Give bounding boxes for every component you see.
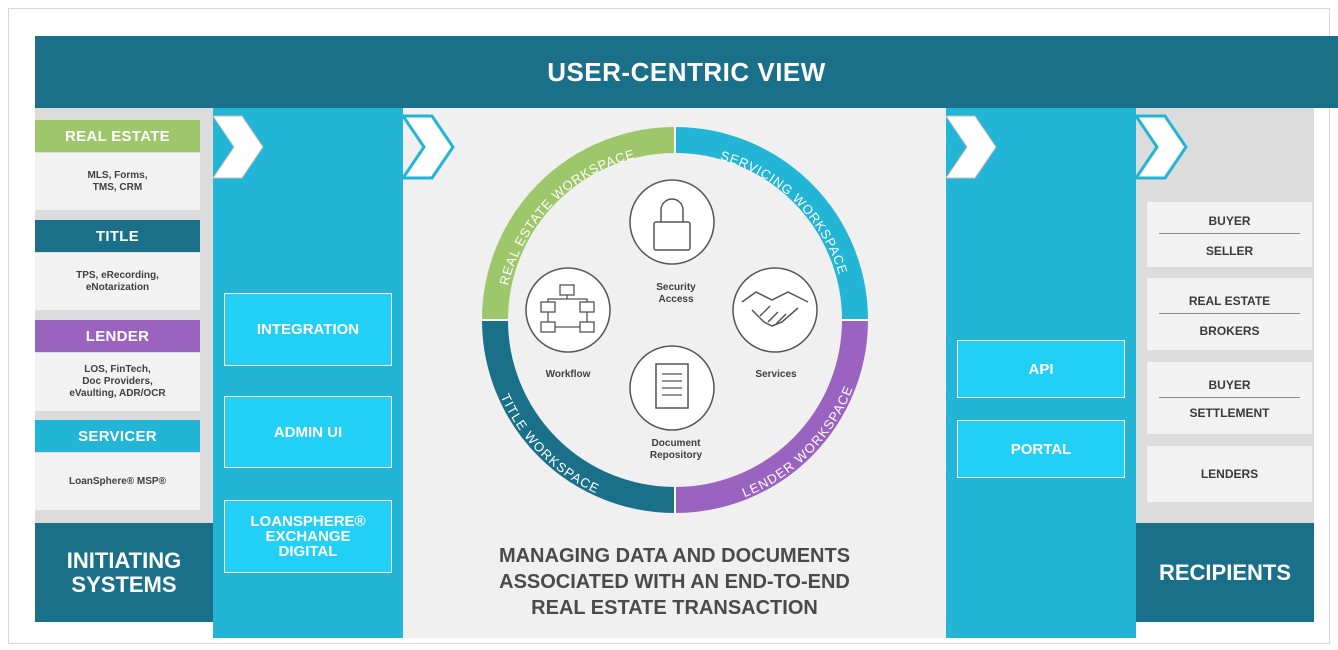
ring-segment-title: [482, 319, 676, 513]
category-lender-title: LENDER: [35, 320, 200, 352]
handshake-icon: [732, 267, 818, 353]
ring-segment-real-estate: [482, 127, 676, 321]
security-label-line1: Security: [656, 282, 696, 293]
recipient-real-estate-brokers: REAL ESTATE BROKERS: [1147, 278, 1312, 350]
admin-ui-box: ADMIN UI: [224, 396, 392, 468]
api-box: API: [957, 340, 1125, 398]
category-servicer-title: SERVICER: [35, 420, 200, 452]
document-icon: [629, 345, 715, 431]
divider: [1159, 313, 1300, 314]
category-real-estate-detail: MLS, Forms, TMS, CRM: [35, 153, 200, 210]
chevron-arrow-icon: [1133, 114, 1188, 180]
category-title-title: TITLE: [35, 220, 200, 252]
document-label-line2: Repository: [650, 450, 703, 461]
security-label-line2: Access: [658, 294, 693, 305]
chevron-arrow-icon: [945, 115, 997, 179]
divider: [1159, 397, 1300, 398]
chevron-arrow-icon: [212, 115, 264, 179]
header-banner: USER-CENTRIC VIEW: [35, 36, 1338, 108]
workflow-icon: [525, 267, 611, 353]
recipient-lenders: LENDERS: [1147, 446, 1312, 502]
lock-icon: [629, 179, 715, 265]
recipient-buyer-seller: BUYER SELLER: [1147, 202, 1312, 267]
loansphere-exchange-box: LOANSPHERE® EXCHANGE DIGITAL: [224, 500, 392, 573]
category-servicer-detail: LoanSphere® MSP®: [35, 453, 200, 510]
services-label: Services: [755, 369, 797, 380]
ring-segment-lender: [674, 319, 868, 513]
recipients-label: RECIPIENTS: [1136, 523, 1314, 622]
category-real-estate-title: REAL ESTATE: [35, 120, 200, 152]
recipient-buyer-settlement: BUYER SETTLEMENT: [1147, 362, 1312, 434]
center-caption: MANAGING DATA AND DOCUMENTS ASSOCIATED W…: [498, 545, 851, 619]
ring-segment-servicing: [674, 127, 868, 321]
integration-box: INTEGRATION: [224, 293, 392, 366]
chevron-arrow-icon: [400, 114, 455, 180]
category-lender-detail: LOS, FinTech, Doc Providers, eVaulting, …: [35, 353, 200, 411]
workflow-label: Workflow: [546, 369, 591, 380]
document-label-line1: Document: [652, 438, 702, 449]
category-title-detail: TPS, eRecording, eNotarization: [35, 253, 200, 310]
divider: [1159, 233, 1300, 234]
initiating-systems-label: INITIATING SYSTEMS: [35, 523, 213, 622]
portal-box: PORTAL: [957, 420, 1125, 478]
header-title: USER-CENTRIC VIEW: [547, 56, 826, 87]
